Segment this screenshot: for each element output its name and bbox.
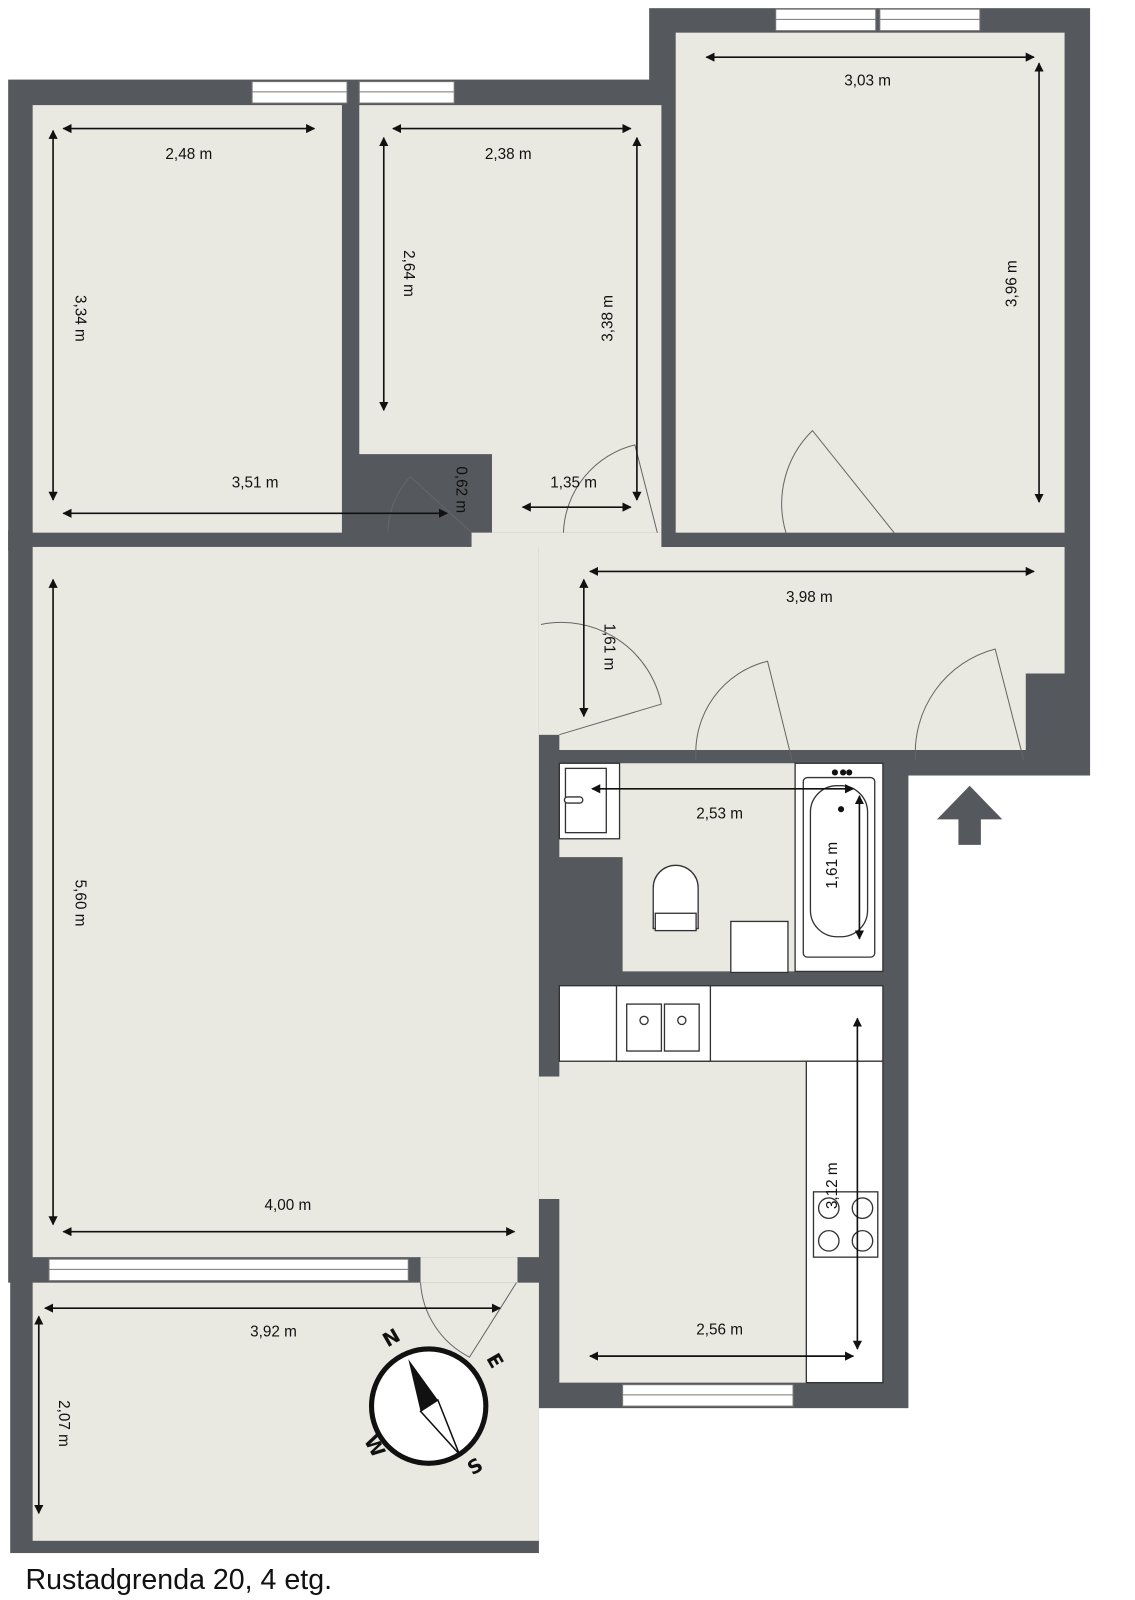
dimension-label: 2,38 m [485, 146, 532, 163]
bedroom-2 [359, 105, 662, 533]
windows [48, 8, 981, 1407]
dimension-label: 3,38 m [599, 295, 616, 342]
kitchen-counter [558, 985, 884, 1062]
bedroom-1 [32, 105, 342, 533]
dimension-label: 5,60 m [72, 880, 89, 927]
dimension-label: 3,96 m [1004, 260, 1021, 307]
bedroom-3 [675, 32, 1065, 533]
hallway [471, 532, 1065, 750]
dimension-label: 2,53 m [696, 805, 743, 822]
dimension-label: 3,51 m [232, 475, 279, 492]
dimension-label: 3,34 m [72, 295, 89, 342]
dimension-label: 3,92 m [250, 1324, 297, 1341]
dimension-label: 3,12 m [824, 1162, 841, 1209]
dimension-label: 0,62 m [452, 466, 469, 513]
dimension-label: 1,61 m [600, 624, 617, 671]
dimension-label: 2,48 m [165, 146, 212, 163]
dimension-label: 2,07 m [55, 1400, 72, 1447]
dimension-label: 1,35 m [550, 475, 597, 492]
living-room [32, 546, 539, 1258]
washing-machine [730, 920, 789, 974]
dimension-label: 2,56 m [696, 1322, 743, 1339]
entrance-arrow-icon [936, 785, 1003, 845]
dimension-lines: 2,48 m 3,34 m 3,51 m 0,62 m 2,38 m 2,64 m 3,38… [34, 52, 1044, 1515]
dimension-label: 2,64 m [400, 250, 417, 297]
plan-title: Rustadgrenda 20, 4 etg. [26, 1564, 333, 1596]
dimension-label: 1,61 m [824, 842, 841, 889]
dimension-label: 3,03 m [844, 73, 891, 90]
dimension-label: 3,98 m [786, 589, 833, 606]
doors [387, 429, 1025, 1358]
fixtures [558, 762, 884, 1384]
dimension-label: 4,00 m [264, 1197, 311, 1214]
